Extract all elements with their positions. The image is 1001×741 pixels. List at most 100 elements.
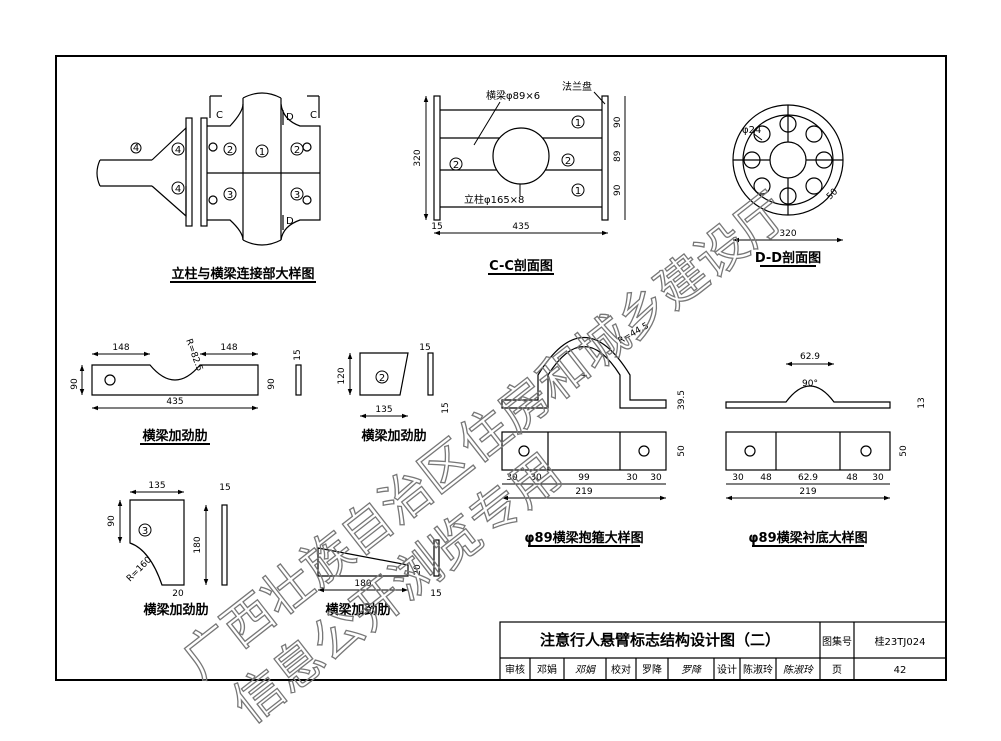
svg-text:15: 15	[293, 349, 303, 360]
svg-text:30: 30	[732, 473, 744, 483]
stiffener-1-dims: 148 148 R=82.5 90 435 90 15	[70, 338, 303, 411]
svg-text:15: 15	[430, 589, 441, 599]
svg-text:90: 90	[613, 184, 623, 196]
designer-signature: 陈淑玲	[783, 664, 814, 676]
title-block	[499, 621, 947, 681]
svg-text:R=82.5: R=82.5	[183, 338, 204, 373]
marker-2b: 2	[294, 145, 300, 156]
sec-d-top: D	[286, 112, 294, 123]
svg-text:+: +	[580, 371, 588, 381]
svg-text:148: 148	[220, 343, 237, 353]
caption-stiffener-3: 横梁加劲肋	[143, 602, 208, 618]
marker-3b: 3	[294, 190, 300, 201]
svg-text:20: 20	[172, 589, 184, 599]
svg-text:90: 90	[70, 378, 80, 390]
marker-2a: 2	[227, 145, 233, 156]
svg-text:90: 90	[107, 515, 117, 527]
svg-text:90: 90	[613, 116, 623, 128]
svg-text:48: 48	[846, 473, 858, 483]
reviewer-signature: 邓娟	[575, 664, 596, 676]
svg-text:R=160: R=160	[125, 555, 154, 584]
svg-text:180: 180	[193, 536, 203, 553]
svg-text:3: 3	[142, 526, 148, 537]
atlas-number: 桂23TJ024	[875, 635, 926, 648]
caption-dd: D-D剖面图	[755, 250, 821, 266]
atlas-label: 图集号	[822, 635, 852, 648]
svg-text:2: 2	[565, 156, 571, 167]
svg-text:1: 1	[575, 186, 581, 197]
hoop-detail	[501, 337, 667, 471]
stiffener-3	[129, 499, 228, 586]
svg-text:219: 219	[575, 487, 592, 497]
beam-spec: 横梁φ89×6	[486, 89, 540, 102]
svg-text:435: 435	[166, 397, 183, 407]
svg-text:435: 435	[512, 222, 529, 232]
sec-c-right: C	[310, 110, 317, 121]
svg-text:62.9: 62.9	[800, 352, 820, 362]
svg-text:30: 30	[506, 473, 518, 483]
caption-stiffener-4: 横梁加劲肋	[325, 602, 390, 618]
caption-lining: φ89横梁衬底大样图	[748, 530, 867, 546]
svg-text:50: 50	[825, 187, 840, 202]
svg-text:320: 320	[413, 149, 423, 166]
lining-dims: 62.9 90° 13 50 30 48 62.9 48 30 219	[726, 352, 927, 501]
marker-4b: 4	[175, 184, 181, 195]
caption-joint: 立柱与横梁连接部大样图	[171, 266, 314, 282]
checker-signature: 罗降	[681, 664, 702, 676]
svg-text:1: 1	[575, 118, 581, 129]
svg-text:15: 15	[219, 483, 230, 493]
joint-detail	[96, 92, 321, 246]
marker-1: 1	[259, 147, 265, 158]
caption-stiffener-1: 横梁加劲肋	[142, 428, 207, 444]
joint-markers: 4 4 2 3 2 3 1 4 C C D D	[130, 110, 317, 227]
page-number: 42	[894, 665, 907, 676]
stiffener-3-dims: 3 135 15 90 180 R=160 20	[107, 481, 231, 599]
lining-detail	[725, 385, 891, 471]
watermark-line-1: 广西壮族自治区住房和城乡建设厅	[172, 182, 799, 689]
marker-4c: 4	[133, 143, 139, 154]
reviewer-name: 邓娟	[537, 663, 557, 676]
svg-text:2: 2	[453, 160, 459, 171]
sec-c-left: C	[216, 110, 223, 121]
svg-text:148: 148	[112, 343, 129, 353]
stiffener-2	[359, 352, 434, 396]
checker-name: 罗降	[642, 663, 662, 676]
svg-text:30: 30	[872, 473, 884, 483]
svg-text:180: 180	[354, 579, 371, 589]
cc-section	[433, 95, 609, 221]
dd-section	[732, 104, 844, 216]
stiffener-4-dims: 20 180 15	[318, 564, 442, 599]
drawing-title: 注意行人悬臂标志结构设计图（二）	[540, 631, 780, 649]
bolt-hole-label: φ24	[742, 125, 761, 136]
caption-hoop: φ89横梁抱箍大样图	[524, 530, 643, 546]
svg-text:135: 135	[148, 481, 165, 491]
svg-text:15: 15	[441, 402, 451, 413]
svg-text:320: 320	[779, 229, 796, 239]
page-label: 页	[832, 664, 842, 676]
design-label: 设计	[717, 663, 737, 676]
svg-text:30: 30	[650, 473, 662, 483]
svg-text:15: 15	[431, 222, 442, 232]
stiffener-4	[317, 539, 440, 577]
svg-text:15: 15	[419, 343, 430, 353]
svg-text:89: 89	[613, 150, 623, 162]
marker-4a: 4	[175, 145, 181, 156]
cc-labels: 1 1 2 2 横梁φ89×6 法兰盘 立柱φ165×8 320 435 15 …	[413, 80, 626, 236]
column-spec: 立柱φ165×8	[464, 193, 524, 206]
svg-text:90: 90	[267, 378, 277, 390]
svg-text:30: 30	[626, 473, 638, 483]
svg-text:39.5: 39.5	[677, 390, 687, 410]
svg-text:2: 2	[379, 373, 385, 384]
flange-label: 法兰盘	[562, 80, 592, 93]
svg-text:13: 13	[917, 397, 927, 408]
svg-text:48: 48	[760, 473, 772, 483]
sec-d-bottom: D	[286, 216, 294, 227]
svg-text:120: 120	[337, 367, 347, 384]
stiffener-1	[91, 364, 302, 396]
svg-text:135: 135	[375, 405, 392, 415]
designer-name: 陈淑玲	[743, 663, 773, 676]
svg-text:90°: 90°	[802, 379, 818, 389]
stiffener-2-dims: 2 120 135 15 15	[337, 343, 451, 419]
review-label: 审核	[505, 663, 525, 676]
